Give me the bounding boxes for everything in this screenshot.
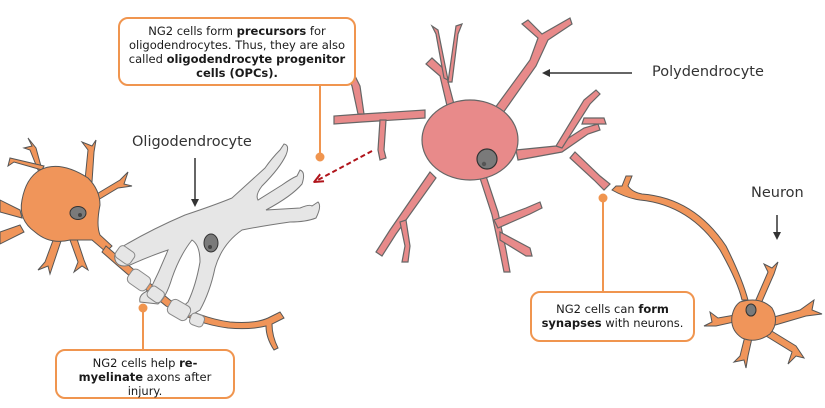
synapses-text-2: form synapses	[541, 302, 669, 330]
oligodendrocyte-nucleus	[203, 233, 219, 253]
remyelinate-text-3: axons after injury.	[127, 370, 212, 398]
remyelinate-callout: NG2 cells help re-myelinate axons after …	[55, 349, 235, 399]
neuron-label: Neuron	[751, 185, 804, 201]
right-neuron	[611, 175, 823, 369]
precursors-text-3: for oligodendrocytes. Thus, they are als…	[128, 24, 345, 66]
oligodendrocyte-label: Oligodendrocyte	[132, 134, 252, 150]
polydendrocyte-cell	[333, 17, 611, 273]
synapses-text-1: NG2 cells can	[556, 302, 639, 316]
polydendrocyte-label: Polydendrocyte	[652, 64, 764, 80]
remyelinate-text-1: NG2 cells help	[92, 356, 180, 370]
precursors-text-4: oligodendrocyte progenitor cells (OPCs).	[166, 52, 346, 80]
remyelinate-text-2: re-myelinate	[78, 356, 198, 384]
left-neuron-nucleus	[69, 206, 87, 220]
left-neuron	[0, 137, 285, 351]
synapses-callout: NG2 cells can form synapses with neurons…	[530, 291, 695, 342]
differentiation-dashed-arrow	[316, 150, 373, 181]
right-neuron-nucleus	[745, 303, 757, 317]
synapses-text-3: with neurons.	[601, 316, 684, 330]
precursors-callout: NG2 cells form precursors for oligodendr…	[118, 17, 356, 86]
precursors-text-2: precursors	[236, 24, 307, 38]
precursors-text-1: NG2 cells form	[148, 24, 237, 38]
oligodendrocyte-cell	[114, 143, 321, 328]
polydendrocyte-nucleus	[476, 148, 498, 170]
